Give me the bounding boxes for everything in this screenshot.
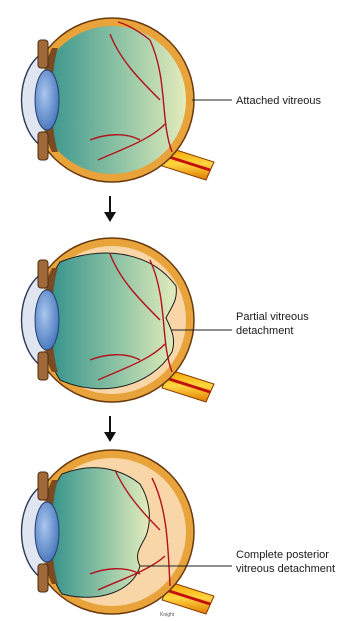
lens bbox=[35, 290, 59, 350]
vitreous-body bbox=[45, 253, 176, 389]
artist-signature: Knight bbox=[160, 612, 175, 618]
vitreous-body bbox=[47, 468, 149, 598]
stage-label: Complete posterior vitreous detachment bbox=[236, 549, 335, 575]
down-arrow-icon bbox=[104, 196, 116, 222]
stage-label: Partial vitreous detachment bbox=[236, 311, 312, 337]
stage-complete: Complete posterior vitreous detachment K… bbox=[22, 450, 336, 618]
stage-attached: Attached vitreous bbox=[22, 18, 322, 182]
lens bbox=[35, 502, 59, 562]
down-arrow-icon bbox=[104, 416, 116, 442]
lens bbox=[35, 70, 59, 130]
iris bbox=[38, 40, 48, 68]
stage-partial: Partial vitreous detachment bbox=[22, 238, 312, 402]
stage-label: Attached vitreous bbox=[236, 95, 321, 107]
